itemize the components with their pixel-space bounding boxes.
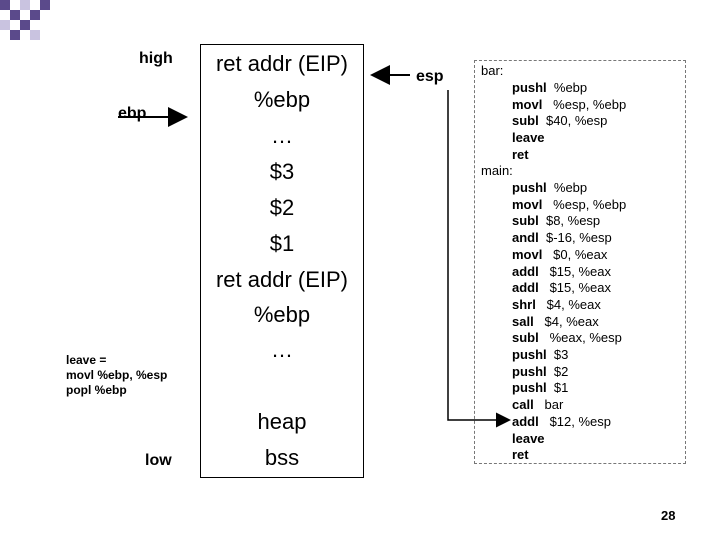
stack-cell: $2 — [269, 195, 295, 220]
code-line: andl $-16, %esp — [512, 230, 612, 247]
code-args: $8, %esp — [538, 213, 601, 229]
code-line: pushl $1 — [512, 380, 568, 397]
stack-diagram: ret addr (EIP) %ebp … $3 $2 $1 ret addr … — [200, 44, 364, 478]
stack-cell: ret addr (EIP) — [215, 267, 349, 292]
corner-decoration — [0, 0, 60, 44]
stack-cell: $1 — [269, 231, 295, 256]
leave-note-line: movl %ebp, %esp — [66, 368, 168, 382]
code-line: movl %esp, %ebp — [512, 97, 626, 114]
return-arrow — [447, 90, 511, 428]
leave-note-line: leave = — [66, 353, 107, 367]
decor-square — [20, 20, 30, 30]
code-args: $15, %eax — [538, 280, 612, 296]
stack-cell: … — [271, 123, 293, 148]
code-line: pushl %ebp — [512, 80, 587, 97]
decor-square — [0, 0, 10, 10]
high-label: high — [139, 50, 173, 67]
decor-square — [40, 0, 50, 10]
code-args: $15, %eax — [538, 263, 612, 279]
code-line: movl $0, %eax — [512, 247, 607, 264]
code-line: call bar — [512, 397, 563, 414]
code-line: pushl $2 — [512, 364, 568, 381]
code-args: bar — [533, 397, 564, 413]
page-number: 28 — [661, 508, 676, 523]
code-op: movl — [512, 246, 543, 262]
stack-cell: heap — [257, 409, 307, 434]
code-op: leave — [512, 130, 545, 146]
code-line: subl %eax, %esp — [512, 330, 622, 347]
assembly-code-box — [474, 60, 686, 464]
decor-square — [10, 10, 20, 20]
code-args: $4, %eax — [533, 313, 599, 329]
code-args: $40, %esp — [538, 113, 608, 129]
code-op: call — [512, 397, 534, 413]
code-line: leave — [512, 431, 545, 448]
code-op: subl — [512, 330, 539, 346]
decor-square — [30, 10, 40, 20]
stack-cell: %ebp — [253, 302, 311, 327]
code-line: pushl %ebp — [512, 180, 587, 197]
code-op: shrl — [512, 296, 536, 312]
code-op: pushl — [512, 347, 547, 362]
code-line: subl $8, %esp — [512, 213, 600, 230]
code-args: %eax, %esp — [538, 330, 622, 346]
code-args: %ebp — [546, 80, 588, 95]
code-op: pushl — [512, 180, 547, 195]
bar-label: bar: — [481, 63, 504, 78]
code-line: leave — [512, 130, 545, 147]
code-line: sall $4, %eax — [512, 314, 599, 331]
stack-cell: bss — [264, 445, 300, 470]
code-args: $4, %eax — [535, 296, 601, 312]
code-op: pushl — [512, 380, 547, 396]
code-args: $2 — [546, 363, 569, 379]
code-args: $12, %esp — [538, 413, 612, 429]
code-args: $1 — [546, 380, 569, 396]
decor-square — [20, 0, 30, 10]
code-line: addl $12, %esp — [512, 414, 611, 431]
code-op: addl — [512, 413, 539, 429]
code-line: pushl $3 — [512, 347, 568, 364]
decor-square — [30, 30, 40, 40]
code-op: ret — [512, 146, 529, 162]
code-op: leave — [512, 430, 545, 446]
stack-cell: %ebp — [253, 87, 311, 112]
leave-note: leave = movl %ebp, %esp popl %ebp — [66, 353, 167, 398]
main-label: main: — [481, 163, 513, 178]
code-op: andl — [512, 230, 539, 246]
stack-cell: … — [271, 337, 293, 362]
code-op: pushl — [512, 363, 547, 379]
code-op: subl — [512, 113, 539, 129]
code-line: addl $15, %eax — [512, 264, 611, 281]
code-line: addl $15, %eax — [512, 280, 611, 297]
code-line: shrl $4, %eax — [512, 297, 601, 314]
code-op: sall — [512, 313, 534, 329]
decor-square — [0, 20, 10, 30]
code-op: subl — [512, 213, 539, 229]
code-args: $3 — [546, 347, 569, 362]
decor-square — [10, 30, 20, 40]
code-line: movl %esp, %ebp — [512, 197, 626, 214]
code-line: ret — [512, 447, 529, 464]
code-args: %esp, %ebp — [542, 196, 627, 212]
code-line: ret — [512, 147, 529, 164]
code-op: pushl — [512, 80, 547, 95]
leave-note-line: popl %ebp — [66, 383, 127, 397]
code-args: $0, %eax — [542, 246, 608, 262]
code-line: subl $40, %esp — [512, 113, 607, 130]
code-op: addl — [512, 263, 539, 279]
code-op: ret — [512, 447, 529, 463]
low-label: low — [145, 452, 172, 469]
code-op: movl — [512, 96, 543, 112]
code-op: addl — [512, 280, 539, 296]
code-args: %ebp — [546, 180, 588, 195]
code-args: $-16, %esp — [538, 230, 612, 246]
code-args: %esp, %ebp — [542, 96, 627, 112]
code-op: movl — [512, 196, 543, 212]
esp-label: esp — [416, 68, 444, 85]
stack-cell: ret addr (EIP) — [215, 51, 349, 76]
stack-cell: $3 — [269, 159, 295, 184]
